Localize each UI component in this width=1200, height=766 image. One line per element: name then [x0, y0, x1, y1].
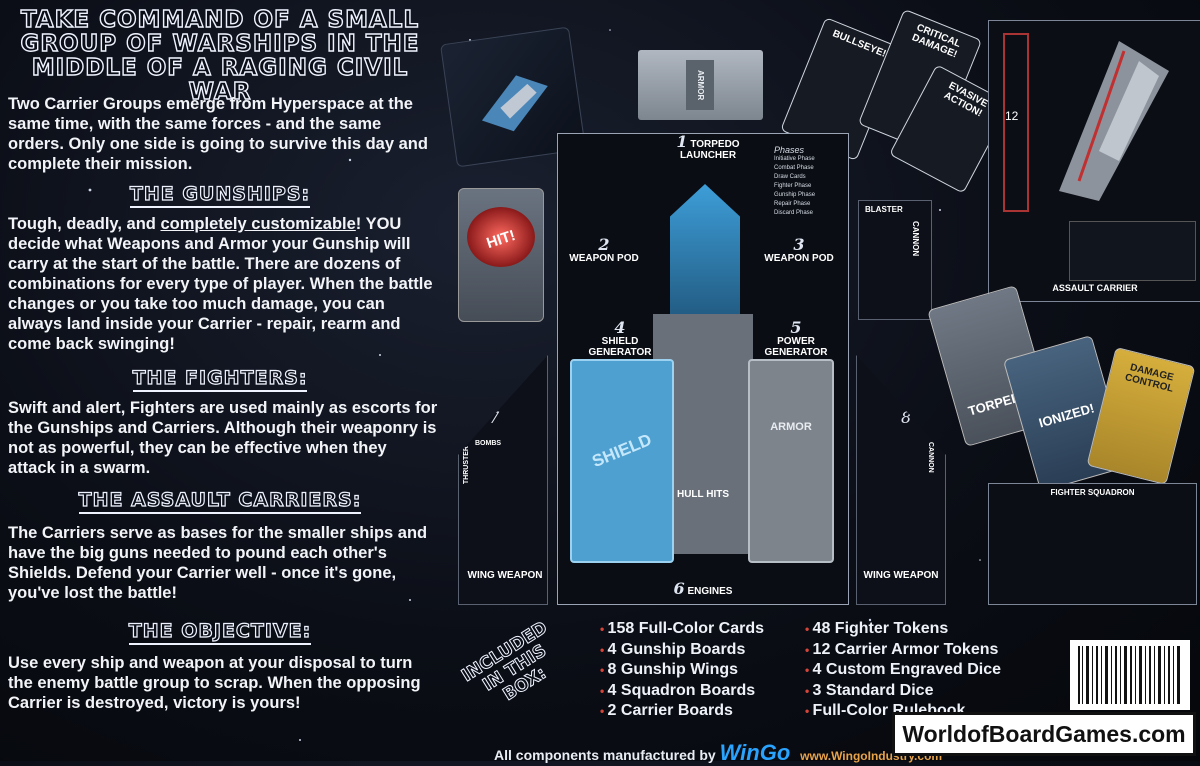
- contents-item: 158 Full-Color Cards: [600, 619, 764, 640]
- fighter-squadron-label: FIGHTER SQUADRON: [1050, 488, 1135, 497]
- phase-item: Initiative Phase: [774, 156, 815, 162]
- right-wing-number: 8: [901, 408, 912, 427]
- barcode: [1070, 640, 1190, 710]
- barcode-icon: [1078, 646, 1180, 704]
- fighters-text: Swift and alert, Fighters are used mainl…: [8, 399, 438, 477]
- torpedo-module: [670, 184, 740, 314]
- armor-card-slot: ARMOR: [748, 359, 834, 563]
- phases-box: Phases Initiative Phase Combat Phase Dra…: [774, 146, 842, 218]
- section-title-gunships: THE GUNSHIPS:: [0, 182, 440, 208]
- contents-item: 2 Carrier Boards: [600, 701, 764, 722]
- contents-item: 4 Gunship Boards: [600, 640, 764, 661]
- carriers-text: The Carriers serve as bases for the smal…: [8, 524, 428, 602]
- phase-item: Fighter Phase: [774, 183, 812, 189]
- shield-card-slot: SHIELD: [570, 359, 674, 563]
- contents-item: 4 Squadron Boards: [600, 681, 764, 702]
- objective-text: Use every ship and weapon at your dispos…: [8, 654, 421, 712]
- engines-label: 6 ENGINES: [673, 579, 733, 598]
- left-wing-number: 7: [489, 408, 500, 427]
- bombs-label: BOMBS: [475, 440, 502, 447]
- contents-item: 8 Gunship Wings: [600, 660, 764, 681]
- hit-card: HIT!: [458, 188, 544, 322]
- phase-item: Draw Cards: [774, 174, 806, 180]
- fighter-squadron-board: FIGHTER SQUADRON: [988, 483, 1197, 605]
- manufactured-text: All components manufactured by: [494, 747, 716, 763]
- torpedo-slot-label: 1 TORPEDO LAUNCHER: [676, 132, 740, 162]
- intro-text: Two Carrier Groups emerge from Hyperspac…: [8, 95, 428, 173]
- watermark: WorldofBoardGames.com: [892, 712, 1196, 756]
- carrier-slot-number: 12: [1005, 109, 1019, 123]
- contents-item: 48 Fighter Tokens: [805, 619, 1001, 640]
- phase-item: Repair Phase: [774, 201, 811, 207]
- blaster-panel: BLASTER CANNON: [858, 200, 932, 320]
- phase-item: Discard Phase: [774, 210, 814, 216]
- blaster-label: BLASTER: [865, 205, 903, 214]
- fighter-card-top: [440, 26, 586, 168]
- contents-list-right: 48 Fighter Tokens 12 Carrier Armor Token…: [805, 619, 1002, 722]
- phase-item: Combat Phase: [774, 165, 814, 171]
- phase-item: Gunship Phase: [774, 192, 816, 198]
- thruster-label: THRUSTER: [463, 446, 470, 485]
- assault-carrier-label: ASSAULT CARRIER: [1052, 283, 1138, 293]
- right-wing-weapon-label: WING WEAPON: [863, 570, 939, 581]
- damage-control-label: DAMAGE CONTROL: [1123, 362, 1175, 395]
- cannon-label-top: CANNON: [911, 221, 920, 257]
- armor-token-top: ARMOR: [638, 50, 763, 120]
- phases-title: Phases: [774, 145, 805, 155]
- armor-top-label: ARMOR: [686, 60, 714, 110]
- right-cannon-label: CANNON: [927, 442, 934, 473]
- section-title-fighters: THE FIGHTERS:: [0, 366, 440, 392]
- contents-list-left: 158 Full-Color Cards 4 Gunship Boards 8 …: [600, 619, 764, 722]
- footer: All components manufactured by WinGo www…: [494, 740, 942, 766]
- contents-item: 4 Custom Engraved Dice: [805, 660, 1002, 681]
- carrier-armor-track: [1003, 33, 1029, 212]
- section-title-carriers: THE ASSAULT CARRIERS:: [0, 488, 440, 514]
- left-wing-weapon-label: WING WEAPON: [467, 570, 543, 581]
- assault-carrier-ship: [1059, 41, 1169, 201]
- armor-card-label: ARMOR: [770, 421, 812, 433]
- hull-hits-label: HULL HITS: [676, 489, 730, 500]
- section-title-objective: THE OBJECTIVE:: [0, 619, 440, 645]
- contents-item: 12 Carrier Armor Tokens: [805, 640, 1001, 661]
- headline: TAKE COMMAND OF A SMALL GROUP OF WARSHIP…: [20, 7, 420, 105]
- wingo-logo: WinGo: [719, 740, 791, 765]
- fighter-ship-icon: [481, 75, 548, 132]
- fighter-tokens-strip: [1069, 221, 1196, 281]
- assault-carrier-board: 12 ASSAULT CARRIER: [988, 20, 1200, 302]
- shield-card-label: SHIELD: [589, 430, 655, 472]
- contents-item: 3 Standard Dice: [805, 681, 1001, 702]
- gunships-text: Tough, deadly, and completely customizab…: [8, 215, 433, 353]
